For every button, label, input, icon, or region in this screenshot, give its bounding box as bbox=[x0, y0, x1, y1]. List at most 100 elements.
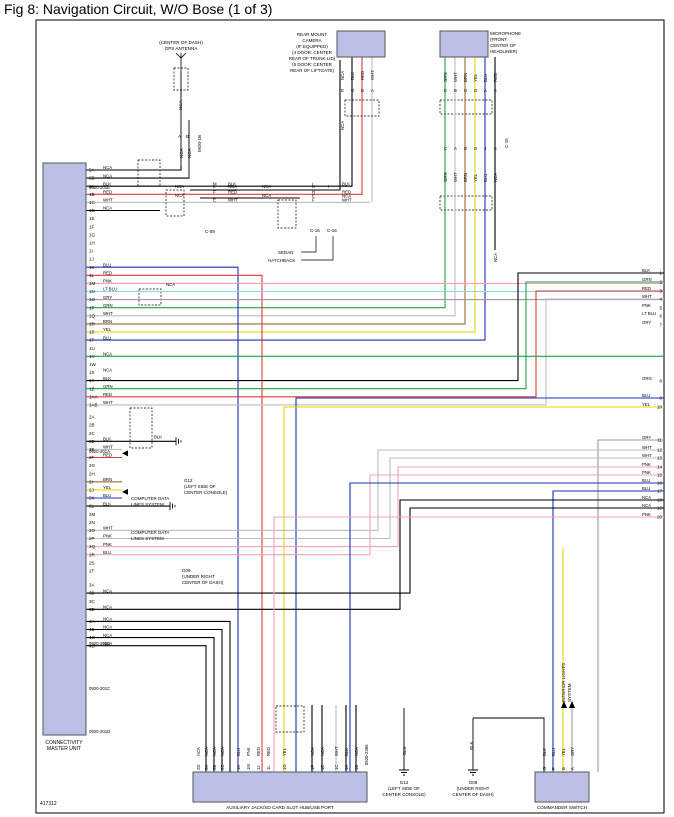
conn-id-2: 0920-201A bbox=[89, 449, 110, 454]
master-pin-2O: 2O bbox=[89, 528, 96, 533]
wires bbox=[86, 57, 664, 772]
mic-wire-5: RED bbox=[493, 73, 498, 82]
mic-label-3: HEADLINER) bbox=[490, 49, 518, 54]
master-pin-2I: 2I bbox=[89, 479, 93, 484]
master-wire-2Q: PNK bbox=[103, 542, 112, 547]
aux-wire-10: NCA bbox=[320, 747, 325, 756]
master-pin-1B: 1B bbox=[89, 192, 95, 197]
master-wire-5B: NCA bbox=[103, 173, 112, 178]
g12a-ground-icon bbox=[175, 437, 182, 446]
master-pin-1S: 1S bbox=[89, 330, 95, 335]
shield-aux bbox=[275, 705, 305, 733]
cdl1-2: LINES SYSTEM bbox=[131, 502, 164, 507]
aux-wire-1: NCA bbox=[204, 747, 209, 756]
right-edge-wire-14: PNK bbox=[642, 462, 651, 467]
master-pin-5B: 5B bbox=[89, 176, 95, 181]
right-edge-num-1: 1 bbox=[659, 271, 662, 276]
master-wire-1Q: WHT bbox=[103, 311, 113, 316]
right-edge-wire-17: BLU bbox=[642, 486, 650, 491]
c15-wire-5: NCA bbox=[493, 173, 498, 182]
aux-pin-12: 1A bbox=[344, 765, 349, 770]
aux-pin-7: 1L bbox=[266, 765, 271, 770]
right-edge-wire-3: RED bbox=[642, 286, 651, 291]
master-wire-2F: RED bbox=[103, 453, 112, 458]
mic-pin-3: D bbox=[474, 88, 477, 93]
conn-id-5: 0920-201D bbox=[89, 729, 110, 734]
gps-antenna-icon bbox=[175, 52, 187, 72]
master-pin-2D: 2D bbox=[89, 439, 96, 444]
master-unit-label-1: CONNECTIVITY bbox=[45, 740, 83, 746]
wire-1l bbox=[86, 274, 263, 772]
mic-label-2: CENTER OF bbox=[490, 43, 516, 48]
wire-1r bbox=[86, 57, 466, 325]
master-pin-3A: 3A bbox=[89, 583, 95, 588]
cmd-wire-1: BLU bbox=[551, 748, 556, 756]
shield-cam bbox=[344, 99, 380, 117]
master-wire-1Z: GRN bbox=[103, 384, 113, 389]
shield-mic-a bbox=[439, 99, 493, 115]
sedan-hatch-leader bbox=[301, 236, 334, 261]
master-pin-3C: 3C bbox=[89, 599, 96, 604]
mic-wire-4: BLU bbox=[483, 74, 488, 82]
right-edge-num-16: 16 bbox=[657, 481, 663, 486]
ext-lights-label-1: INTERIOR LIGHTS bbox=[561, 663, 566, 702]
master-wire-2O: WHT bbox=[103, 526, 113, 531]
mic-wire-1: WHT bbox=[453, 72, 458, 82]
sedan-label: SEDAN bbox=[278, 250, 294, 255]
right-edge-wire-8: GRN bbox=[642, 376, 652, 381]
master-wire-1T: BLU bbox=[103, 335, 111, 340]
aux-pin-5: 1M bbox=[246, 764, 251, 770]
right-edge-wire-6: LT BLU bbox=[642, 311, 656, 316]
right-edge-wire-12: WHT bbox=[642, 445, 652, 450]
master-pin-1N: 1N bbox=[89, 289, 95, 294]
lbl-1k-nca: NCA bbox=[166, 282, 175, 287]
master-pin-1V: 1V bbox=[89, 354, 95, 359]
c16-pin-i: I bbox=[328, 184, 329, 189]
c15-pin-0: C bbox=[444, 146, 447, 151]
mic-nca-lbl: NCA bbox=[493, 253, 498, 262]
cam-wire-3: WHT bbox=[370, 70, 375, 80]
master-pin-2J: 2J bbox=[89, 488, 94, 493]
right-edge-num-15: 15 bbox=[657, 473, 663, 478]
aux-wire-0: NCA bbox=[196, 747, 201, 756]
shield-5ab bbox=[137, 159, 161, 187]
g12a-desc-2: CENTER CONSOLE) bbox=[184, 490, 228, 495]
master-pin-3B: 3B bbox=[89, 591, 95, 596]
aux-wire-9: NCA bbox=[310, 747, 315, 756]
wire-1k bbox=[86, 266, 239, 772]
right-edge-wire-11: GRY bbox=[642, 435, 651, 440]
c16-pin-l-3: F bbox=[312, 198, 315, 203]
aux-wire-8: YEL bbox=[282, 747, 287, 756]
master-wire-4D: NCA bbox=[103, 641, 112, 646]
master-wire-2D: BLK bbox=[103, 437, 111, 442]
master-pin-2H: 2H bbox=[89, 471, 95, 476]
shield-1y bbox=[129, 407, 153, 449]
master-wire-1P: GRN bbox=[103, 303, 113, 308]
cmd-wire-0: BLK bbox=[542, 748, 547, 756]
wire-4a bbox=[86, 620, 231, 772]
c16-wire-0: BLK bbox=[342, 181, 350, 186]
cam-wire-1: BLK bbox=[350, 72, 355, 80]
master-wire-2P: PNK bbox=[103, 534, 112, 539]
right-edge-num-18: 18 bbox=[657, 498, 663, 503]
gps-pin-a: A bbox=[178, 134, 181, 139]
right-edge-wire-5: PNK bbox=[642, 303, 651, 308]
c09-pin-0: L bbox=[213, 184, 216, 189]
master-wire-4B: NCA bbox=[103, 625, 112, 630]
master-wire-1M: PNK bbox=[103, 279, 112, 284]
gps-pin-b: B bbox=[186, 134, 189, 139]
cam-wire-2: RED bbox=[360, 71, 365, 80]
ext-lights-arrow-icon bbox=[561, 701, 575, 708]
master-wire-1Y: BLK bbox=[103, 376, 111, 381]
master-pin-1AB: 1AB bbox=[89, 403, 98, 408]
aux-pin-3: 2C bbox=[220, 765, 225, 770]
master-pin-2R: 2R bbox=[89, 552, 96, 557]
master-pin-2L: 2L bbox=[89, 504, 95, 509]
lbl-nca-d: NCA bbox=[175, 193, 184, 198]
lbl-nca-c: NCA bbox=[262, 184, 271, 189]
master-wire-1AB: WHT bbox=[103, 400, 113, 405]
lbl-nca-e: NCA bbox=[262, 193, 271, 198]
right-edge-num-6: 6 bbox=[659, 314, 662, 319]
camera-label-3: (4 DOOR: CENTER bbox=[292, 50, 333, 55]
master-wire-4A: NCA bbox=[103, 617, 112, 622]
